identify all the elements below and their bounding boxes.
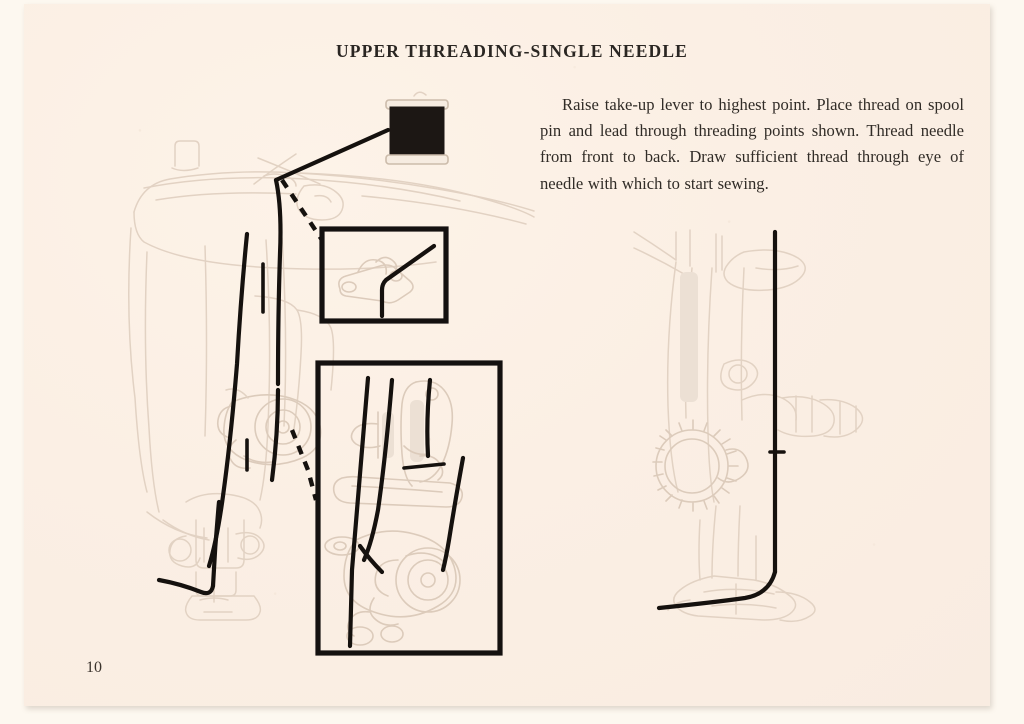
- callout-dashed-small: [280, 178, 324, 242]
- page-title: UPPER THREADING-SINGLE NEEDLE: [336, 41, 688, 61]
- tension-assembly-detail: [315, 360, 503, 656]
- needle-and-presser-foot-diagram: [633, 229, 864, 623]
- thread-spool: [385, 91, 449, 165]
- knurled-knob: [652, 419, 749, 512]
- instruction-paragraph: Raise take-up lever to highest point. Pl…: [540, 95, 964, 193]
- callout-dashed-large: [289, 429, 319, 501]
- page-number: 10: [86, 659, 102, 676]
- thread-guide-detail: [319, 226, 449, 324]
- sewing-machine-head-diagram: [128, 140, 535, 621]
- thread-path-main: [156, 127, 391, 596]
